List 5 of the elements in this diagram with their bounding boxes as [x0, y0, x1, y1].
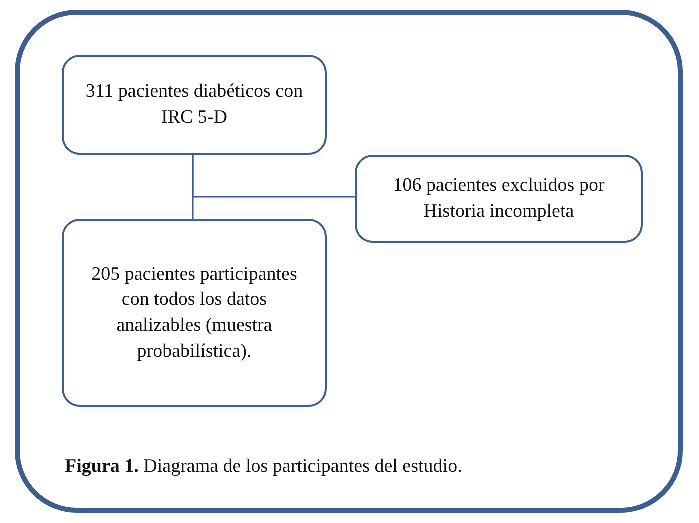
process-box: 311 pacientes diabéticos con IRC 5-D [62, 55, 327, 155]
process-box: 106 pacientes excluidos por Historia incompleta [355, 155, 643, 243]
process-box: 205 pacientes participantes con todos los datos analizables (muestra probabilística). [62, 219, 327, 407]
figure-caption: Figura 1. Diagrama de los participantes del estudio. [65, 456, 462, 478]
connector-line [192, 155, 355, 198]
